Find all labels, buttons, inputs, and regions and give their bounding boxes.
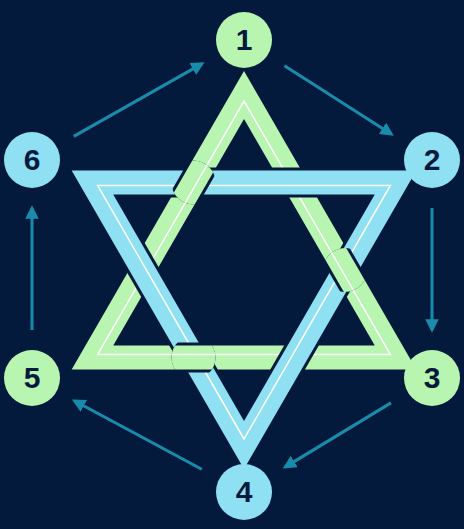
number-circle: 5 bbox=[4, 350, 60, 406]
step-number: 6 bbox=[24, 145, 41, 175]
flow-arrow bbox=[74, 64, 202, 137]
step-number: 5 bbox=[24, 363, 41, 393]
step-number: 3 bbox=[424, 363, 441, 393]
flow-arrow bbox=[431, 208, 434, 330]
number-circle: 4 bbox=[216, 464, 272, 520]
flow-arrow bbox=[285, 403, 391, 467]
flow-arrow bbox=[74, 401, 201, 470]
green-triangle bbox=[92, 95, 395, 358]
number-circle: 6 bbox=[4, 132, 60, 188]
blue-triangle bbox=[92, 183, 395, 446]
flow-arrow bbox=[284, 66, 391, 134]
green-triangle-overlap bbox=[92, 95, 395, 358]
step-number: 1 bbox=[236, 25, 253, 55]
number-circle: 1 bbox=[216, 12, 272, 68]
number-circle: 3 bbox=[404, 350, 460, 406]
flow-arrow bbox=[31, 208, 34, 330]
step-number: 2 bbox=[424, 145, 441, 175]
number-circle: 2 bbox=[404, 132, 460, 188]
step-number: 4 bbox=[236, 477, 253, 507]
